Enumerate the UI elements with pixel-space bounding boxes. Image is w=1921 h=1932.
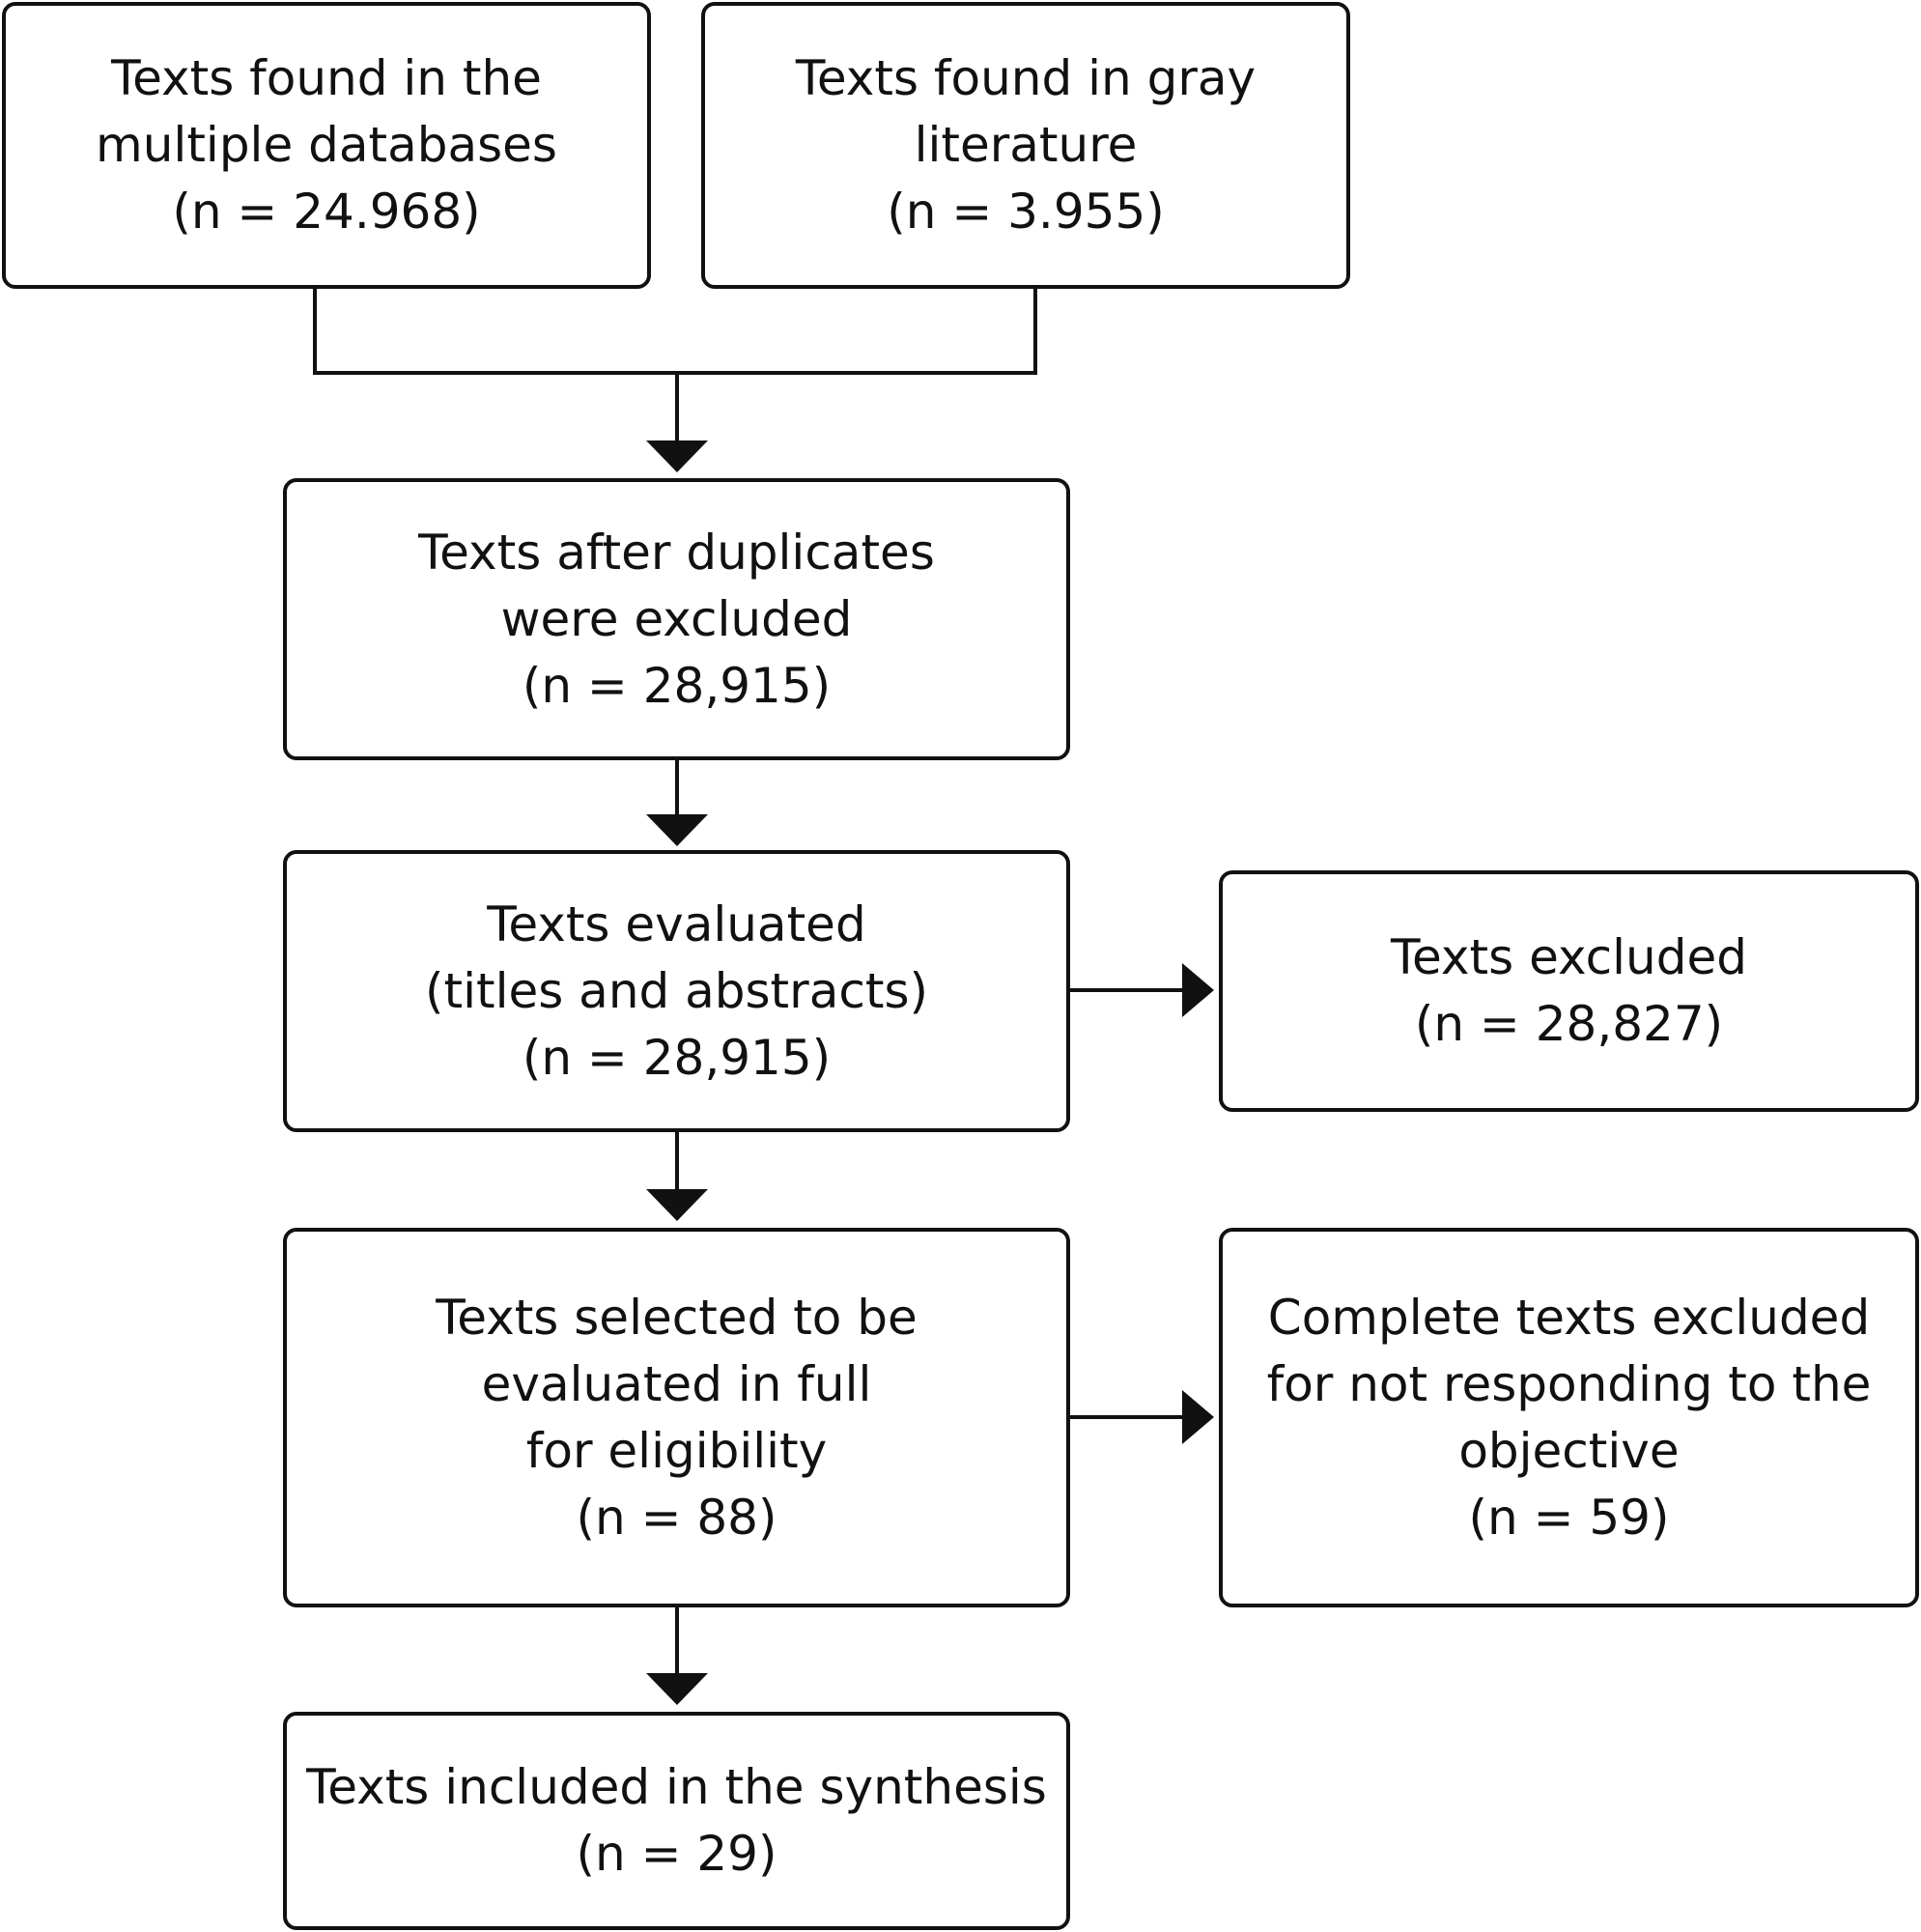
after-duplicates-line-1: Texts after duplicates xyxy=(418,524,935,581)
gray-literature-line-1: Texts found in gray xyxy=(795,50,1257,106)
merge-connector xyxy=(313,289,1037,375)
databases-box: Texts found in the multiple databases (n… xyxy=(2,2,651,289)
excluded-box: Texts excluded (n = 28,827) xyxy=(1219,870,1919,1112)
evaluated-line-2: (titles and abstracts) xyxy=(424,962,929,1019)
databases-line-1: Texts found in the xyxy=(111,50,542,106)
evaluated-count: (n = 28,915) xyxy=(522,1029,832,1086)
arrow-head-fulltext-to-included xyxy=(646,1673,708,1705)
arrow-head-evaluated-to-fulltext xyxy=(646,1189,708,1221)
after-duplicates-count: (n = 28,915) xyxy=(522,657,832,714)
excluded-count: (n = 28,827) xyxy=(1414,996,1724,1052)
after-duplicates-line-2: were excluded xyxy=(500,590,853,647)
full-text-line-1: Texts selected to be xyxy=(436,1289,918,1346)
arrow-head-fulltext-to-excluded xyxy=(1182,1390,1214,1444)
gray-literature-box: Texts found in gray literature (n = 3.95… xyxy=(701,2,1350,289)
arrow-head-dedup-to-evaluated xyxy=(646,814,708,846)
arrow-head-evaluated-to-excluded xyxy=(1182,963,1214,1017)
gray-literature-line-2: literature xyxy=(914,117,1138,173)
databases-line-2: multiple databases xyxy=(96,117,557,173)
included-line-1: Texts included in the synthesis xyxy=(306,1759,1047,1815)
arrow-head-merge-to-dedup xyxy=(646,440,708,472)
excluded-line-1: Texts excluded xyxy=(1391,929,1747,985)
full-text-line-3: for eligibility xyxy=(525,1422,828,1479)
after-duplicates-box: Texts after duplicates were excluded (n … xyxy=(283,478,1070,760)
full-text-box: Texts selected to be evaluated in full f… xyxy=(283,1228,1070,1607)
evaluated-line-1: Texts evaluated xyxy=(487,895,866,952)
full-text-line-2: evaluated in full xyxy=(481,1355,872,1412)
databases-count: (n = 24.968) xyxy=(172,184,481,240)
gray-literature-count: (n = 3.955) xyxy=(887,184,1165,240)
full-text-count: (n = 88) xyxy=(576,1489,777,1546)
full-text-excluded-line-3: objective xyxy=(1458,1422,1680,1479)
full-text-excluded-line-1: Complete texts excluded xyxy=(1267,1289,1871,1346)
evaluated-box: Texts evaluated (titles and abstracts) (… xyxy=(283,850,1070,1132)
full-text-excluded-line-2: for not responding to the xyxy=(1266,1355,1872,1412)
included-count: (n = 29) xyxy=(576,1826,777,1882)
full-text-excluded-box: Complete texts excluded for not respondi… xyxy=(1219,1228,1919,1607)
included-box: Texts included in the synthesis (n = 29) xyxy=(283,1712,1070,1930)
full-text-excluded-count: (n = 59) xyxy=(1468,1489,1670,1546)
